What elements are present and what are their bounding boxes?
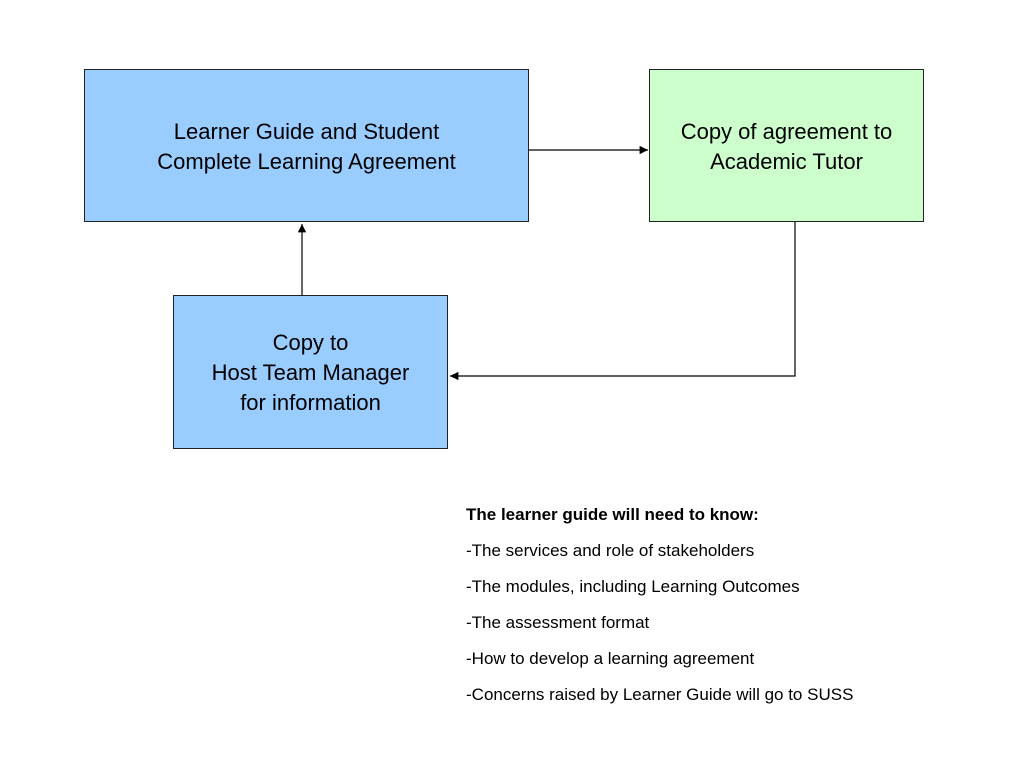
notes-item: -The assessment format [466,613,650,632]
academic-tutor-line-2: Academic Tutor [710,149,863,174]
notes-item: -The modules, including Learning Outcome… [466,577,800,596]
academic-tutor-line-1: Copy of agreement to [680,119,893,144]
host-team-manager-line-3: for information [240,390,381,415]
learning-agreement-line-2: Complete Learning Agreement [157,149,456,174]
host-team-manager-line-1: Copy to [272,330,349,355]
notes-item: -How to develop a learning agreement [466,649,755,668]
host-team-manager-line-2: Host Team Manager [211,360,410,385]
learning-agreement-line-1: Learner Guide and Student [173,119,440,144]
notes-item: -Concerns raised by Learner Guide will g… [466,685,854,704]
learner-guide-notes: The learner guide will need to know: -Th… [466,503,1006,719]
learning-agreement-box: Learner Guide and Student Complete Learn… [84,69,529,222]
academic-tutor-box: Copy of agreement to Academic Tutor [649,69,924,222]
host-team-manager-box: Copy to Host Team Manager for informatio… [173,295,448,449]
connector-tutor-to-manager [450,222,796,381]
notes-item: -The services and role of stakeholders [466,541,755,560]
notes-heading: The learner guide will need to know: [466,505,759,524]
